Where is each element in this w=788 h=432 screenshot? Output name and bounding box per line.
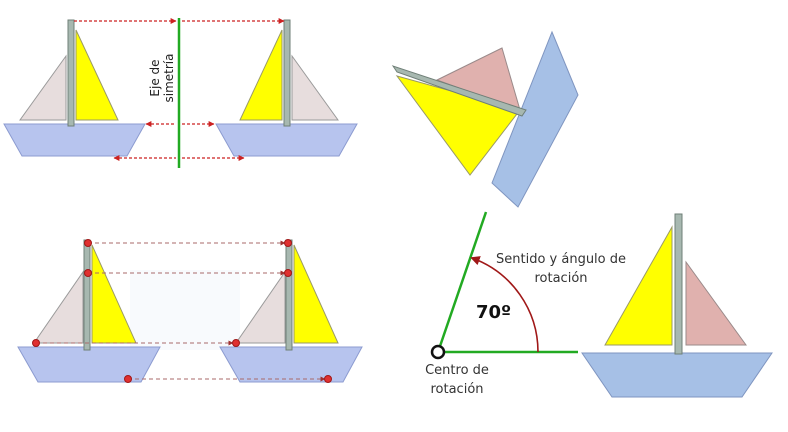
boat-original-left [3,19,146,157]
rotation-angle-arc [470,256,539,353]
boat-jib-sail [33,270,84,344]
translation-points [32,239,332,383]
rotation-arm-final [436,211,488,353]
rotation-center-label: Centro de rotación [425,363,489,397]
boat-hull [581,352,773,398]
point-marker [284,269,292,277]
translation-vectors [36,240,326,382]
point-marker [324,375,332,383]
translation-panel [17,239,363,383]
rotation-sense-label: Sentido y ángulo de rotación [496,252,627,286]
boat-mast [283,19,291,127]
boat-main-sail [604,225,673,346]
point-marker [284,239,292,247]
boat-main-sail [91,244,137,344]
rotation-center-point [430,344,446,360]
symmetry-axis-label: Eje de simetría [148,53,176,103]
boat-mast [674,213,683,355]
point-marker [124,375,132,383]
symmetry-panel [3,18,358,168]
point-marker [84,239,92,247]
boat-original-rotation [581,213,773,398]
boat-jib-sail [235,270,286,344]
boat-jib-sail [685,260,747,346]
rotation-angle-label: 70º [476,302,512,323]
faint-background-pattern [130,270,240,350]
boat-mast [83,239,91,351]
boat-translated [219,239,363,383]
boat-jib-sail [19,54,67,121]
boat-mast [391,65,527,117]
point-marker [232,339,240,347]
boat-mast [67,19,75,127]
distance-guides [74,18,285,161]
boat-main-sail [75,29,119,121]
boat-mast [285,239,293,351]
boat-main-sail [293,244,339,344]
boat-hull [219,346,363,383]
boat-hull [17,346,161,383]
boat-main-sail [239,29,283,121]
point-marker [84,269,92,277]
boat-hull [3,123,146,157]
boat-hull [215,123,358,157]
boat-hull [491,30,579,208]
boat-jib-sail [291,54,339,121]
point-marker [32,339,40,347]
boat-reflected-right [215,19,358,157]
rotation-panel [391,30,773,398]
boat-rotated [391,30,579,208]
